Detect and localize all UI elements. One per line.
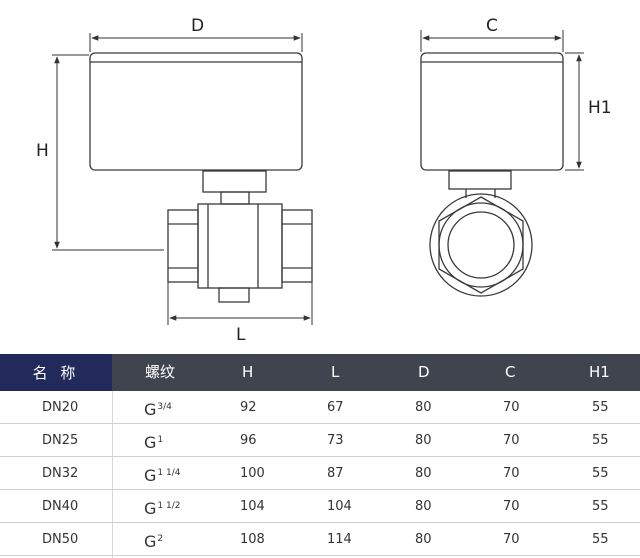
thread-size: 1 [157, 435, 164, 445]
cell-h1: 55 [592, 532, 609, 547]
cell-h1: 55 [592, 499, 609, 514]
cell-thread: G1 1/2 [144, 490, 180, 522]
cell-h: 108 [240, 532, 265, 547]
cell-d: 80 [415, 400, 432, 415]
thread-base: G [144, 532, 157, 551]
cell-h1: 55 [592, 433, 609, 448]
cell-l: 87 [327, 466, 344, 481]
label-d: D [191, 16, 204, 36]
cell-name: DN20 [42, 400, 79, 415]
cell-h: 104 [240, 499, 265, 514]
header-h: H [242, 363, 254, 381]
thread-size: 1 1/2 [157, 501, 181, 511]
thread-base: G [144, 499, 157, 518]
table-row: DN32 G1 1/4 100 87 80 70 55 [0, 457, 640, 490]
cell-thread: G1 1/4 [144, 457, 180, 489]
table-row: DN50 G2 108 114 80 70 55 [0, 523, 640, 556]
cell-thread: G3/4 [144, 391, 172, 423]
column-divider [112, 391, 113, 558]
cell-d: 80 [415, 433, 432, 448]
header-thread: 螺纹 [145, 363, 176, 381]
cell-name: DN25 [42, 433, 79, 448]
thread-size: 3/4 [157, 402, 172, 412]
front-actuator-neck [202, 170, 267, 193]
header-bar [112, 354, 640, 391]
side-actuator-neck [448, 170, 512, 190]
cell-l: 67 [327, 400, 344, 415]
side-view [420, 52, 564, 297]
cell-l: 114 [327, 532, 352, 547]
header-d: D [418, 363, 430, 381]
thread-base: G [144, 400, 157, 419]
cell-d: 80 [415, 466, 432, 481]
cell-h: 96 [240, 433, 257, 448]
cell-d: 80 [415, 499, 432, 514]
thread-base: G [144, 466, 157, 485]
header-name: 名 称 [0, 354, 112, 391]
front-valve-body [197, 203, 283, 289]
label-h: H [36, 141, 49, 161]
label-c: C [486, 16, 498, 36]
cell-c: 70 [503, 400, 520, 415]
cell-h1: 55 [592, 466, 609, 481]
front-view [89, 52, 313, 303]
cell-c: 70 [503, 499, 520, 514]
side-hex-nut [438, 196, 524, 294]
cell-c: 70 [503, 532, 520, 547]
front-actuator-box [89, 52, 303, 171]
header-c: C [505, 363, 516, 381]
cell-c: 70 [503, 433, 520, 448]
cell-l: 104 [327, 499, 352, 514]
thread-base: G [144, 433, 157, 452]
cell-h1: 55 [592, 400, 609, 415]
cell-c: 70 [503, 466, 520, 481]
table-row: DN25 G1 96 73 80 70 55 [0, 424, 640, 457]
label-l: L [236, 325, 246, 345]
cell-name: DN32 [42, 466, 79, 481]
front-right-port [281, 209, 313, 283]
cell-d: 80 [415, 532, 432, 547]
side-port-inner-ring [447, 211, 515, 279]
cell-h: 92 [240, 400, 257, 415]
table-row: DN40 G1 1/2 104 104 80 70 55 [0, 490, 640, 523]
thread-size: 1 1/4 [157, 468, 181, 478]
cell-thread: G1 [144, 424, 163, 456]
label-h1: H1 [588, 98, 612, 118]
cell-h: 100 [240, 466, 265, 481]
cell-thread: G2 [144, 523, 163, 555]
table-row: DN20 G3/4 92 67 80 70 55 [0, 391, 640, 424]
side-actuator-box [420, 52, 564, 171]
front-left-port [167, 209, 199, 283]
valve-technical-drawing: D H L C H1 [36, 16, 612, 345]
cell-name: DN40 [42, 499, 79, 514]
cell-l: 73 [327, 433, 344, 448]
side-port-outer-ring [429, 193, 533, 297]
cell-name: DN50 [42, 532, 79, 547]
header-l: L [331, 363, 340, 381]
header-h1: H1 [589, 363, 610, 381]
thread-size: 2 [157, 534, 164, 544]
header-name-label: 名 称 [32, 364, 80, 382]
